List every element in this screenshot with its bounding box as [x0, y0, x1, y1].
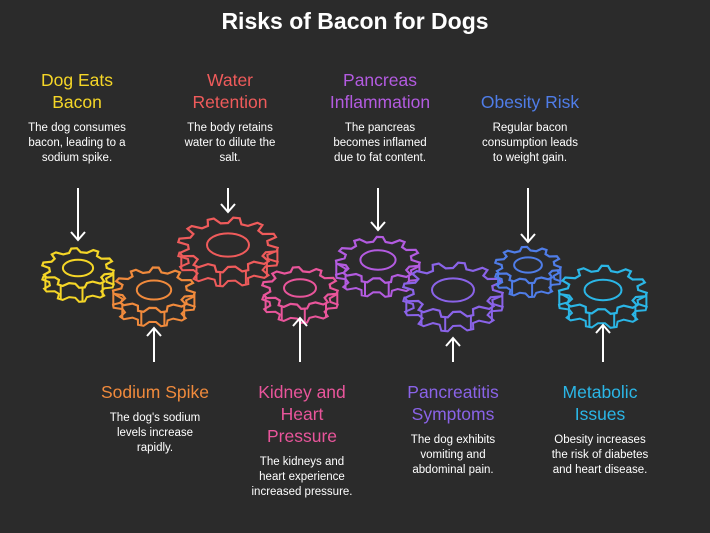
gear-hole: [283, 278, 317, 298]
arrow-icon: [292, 316, 308, 362]
step-sodium-spike: Sodium Spike The dog's sodium levels inc…: [80, 381, 230, 456]
gear-icon: [557, 264, 649, 329]
gear-hole: [135, 279, 173, 301]
arrow-icon: [70, 188, 86, 242]
gear-icon: [493, 245, 563, 299]
step-heading: Dog Eats Bacon: [41, 70, 113, 112]
gear-face: [176, 216, 280, 274]
gear-face: [401, 261, 505, 319]
step-obesity-risk: Obesity Risk Regular bacon consumption l…: [460, 91, 600, 166]
step-description: Regular bacon consumption leads to weigh…: [482, 122, 578, 164]
step-heading: Pancreatitis Symptoms: [407, 382, 499, 424]
arrow-icon: [445, 336, 461, 362]
gear-icon: [260, 265, 340, 324]
gear-face: [111, 266, 197, 314]
gear-face: [493, 245, 563, 285]
diagram-title: Risks of Bacon for Dogs: [221, 8, 489, 34]
gear-face: [557, 264, 649, 315]
step-pancreatitis-symptoms: Pancreatitis Symptoms The dog exhibits v…: [378, 381, 528, 478]
step-kidney-heart-pressure: Kidney and Heart Pressure The kidneys an…: [232, 381, 372, 500]
arrow-icon: [370, 188, 386, 232]
step-description: The kidneys and heart experience increas…: [251, 456, 353, 498]
step-water-retention: Water Retention The body retains water t…: [160, 69, 300, 166]
step-description: The body retains water to dilute the sal…: [184, 122, 276, 164]
arrow-icon: [146, 326, 162, 362]
gear-icon: [334, 235, 422, 298]
step-description: The dog's sodium levels increase rapidly…: [109, 412, 201, 454]
gear-hole: [583, 278, 623, 302]
step-heading: Metabolic Issues: [562, 382, 638, 424]
arrow-icon: [520, 188, 536, 244]
gear-face: [334, 235, 422, 284]
gear-hole: [359, 249, 397, 271]
gear-hole: [513, 256, 543, 274]
gear-icon: [40, 247, 116, 303]
step-heading: Water Retention: [192, 70, 268, 112]
step-heading: Kidney and Heart Pressure: [258, 382, 346, 446]
gear-icon: [111, 266, 197, 328]
step-description: Obesity increases the risk of diabetes a…: [551, 434, 649, 476]
step-description: The dog consumes bacon, leading to a sod…: [28, 122, 126, 164]
gear-hole: [206, 232, 250, 258]
arrow-icon: [595, 323, 611, 362]
step-description: The dog exhibits vomiting and abdominal …: [410, 434, 496, 476]
gear-icon: [176, 216, 280, 288]
gear-icon: [401, 261, 505, 333]
step-heading: Pancreas Inflammation: [329, 70, 431, 112]
gear-face: [260, 265, 340, 311]
step-heading: Sodium Spike: [101, 382, 209, 402]
arrow-icon: [220, 188, 236, 214]
step-heading: Obesity Risk: [480, 92, 580, 112]
step-metabolic-issues: Metabolic Issues Obesity increases the r…: [530, 381, 670, 478]
gear-hole: [431, 277, 475, 303]
step-pancreas-inflammation: Pancreas Inflammation The pancreas becom…: [305, 69, 455, 166]
gear-face: [40, 247, 116, 289]
step-description: The pancreas becomes inflamed due to fat…: [333, 122, 427, 164]
step-dog-eats-bacon: Dog Eats Bacon The dog consumes bacon, l…: [12, 69, 142, 166]
gear-hole: [61, 258, 95, 278]
